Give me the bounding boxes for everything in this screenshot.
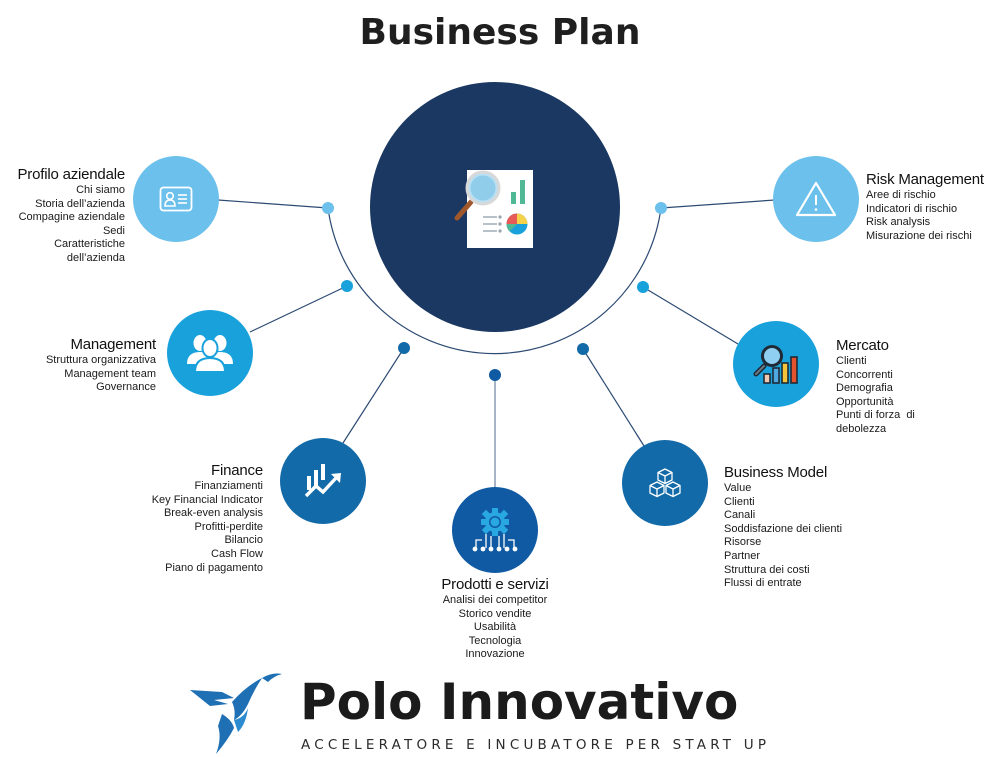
connector-arc xyxy=(327,207,662,355)
section-heading: Finance xyxy=(211,462,263,479)
list-item: Flussi di entrate xyxy=(724,577,802,590)
brand-name: Polo Innovativo xyxy=(300,673,739,731)
connector-business-model xyxy=(582,348,645,447)
section-heading: Profilo aziendale xyxy=(17,166,125,183)
dot-risk xyxy=(655,202,667,214)
section-finance: Finance Finanziamenti Key Financial Indi… xyxy=(152,462,263,575)
dot-finance xyxy=(398,342,410,354)
list-item: Compagine aziendale xyxy=(18,211,125,224)
section-mercato: Mercato Clienti Concorrenti Demografia O… xyxy=(836,337,915,437)
list-item: Struttura organizzativa xyxy=(45,354,156,366)
report-magnifier-icon xyxy=(454,170,533,248)
list-item: Opportunità xyxy=(836,395,894,408)
list-item: Key Financial Indicator xyxy=(151,493,263,506)
section-risk-management: Risk Management Aree di rischio Indicato… xyxy=(866,171,984,243)
connector-management xyxy=(249,285,348,333)
hummingbird-icon xyxy=(190,673,282,754)
list-item: Caratteristiche xyxy=(54,238,125,251)
list-item: Aree di rischio xyxy=(866,189,936,201)
list-item: Profitti-perdite xyxy=(194,520,263,533)
cubes-icon xyxy=(649,468,681,498)
list-item: Soddisfazione dei clienti xyxy=(724,522,843,535)
id-card-icon xyxy=(159,186,193,212)
dot-management xyxy=(341,280,353,292)
list-item: Partner xyxy=(724,549,761,562)
list-item: Risk analysis xyxy=(866,216,931,229)
list-item: Misurazione dei rischi xyxy=(866,229,972,242)
list-item: Bilancio xyxy=(224,534,263,547)
list-item: debolezza xyxy=(836,422,887,435)
list-item: Clienti xyxy=(836,355,867,367)
connector-mercato xyxy=(642,286,739,345)
node-finance xyxy=(280,438,366,524)
market-analysis-icon xyxy=(753,345,798,384)
list-item: Storico vendite xyxy=(458,607,532,620)
list-item: Management team xyxy=(64,367,156,380)
section-heading: Mercato xyxy=(836,337,889,354)
section-heading: Business Model xyxy=(724,464,828,481)
list-item: Risorse xyxy=(724,536,762,549)
list-item: Chi siamo xyxy=(76,184,125,196)
list-item: Innovazione xyxy=(465,648,525,661)
list-item: Struttura dei costi xyxy=(724,563,810,576)
center-node xyxy=(370,82,620,332)
list-item: Piano di pagamento xyxy=(165,561,263,574)
list-item: dell’azienda xyxy=(66,251,125,264)
node-management xyxy=(167,310,253,396)
section-prodotti-servizi: Prodotti e servizi Analisi dei competito… xyxy=(395,576,595,662)
connector-risk xyxy=(660,199,776,209)
section-heading: Prodotti e servizi xyxy=(441,576,549,593)
list-item: Sedi xyxy=(102,224,125,237)
section-management: Management Struttura organizzativa Manag… xyxy=(46,336,156,395)
list-item: Cash Flow xyxy=(211,547,263,560)
warning-icon xyxy=(795,181,837,217)
section-heading: Management xyxy=(70,336,156,353)
dot-prodotti xyxy=(489,369,501,381)
list-item: Value xyxy=(724,482,752,494)
growth-chart-icon xyxy=(304,464,341,498)
list-item: Indicatori di rischio xyxy=(866,202,958,215)
list-item: Punti di forza di xyxy=(836,409,915,422)
dot-profilo xyxy=(322,202,334,214)
node-prodotti-servizi xyxy=(452,487,538,573)
connector-finance xyxy=(342,347,405,444)
list-item: Concorrenti xyxy=(836,368,893,381)
users-icon xyxy=(187,335,233,373)
gear-circuit-icon xyxy=(472,508,518,552)
list-item: Finanziamenti xyxy=(194,480,263,492)
section-business-model: Business Model Value Clienti Canali Sodd… xyxy=(724,464,842,591)
page-title: Business Plan xyxy=(359,12,641,53)
brand-tagline: ACCELERATORE E INCUBATORE PER START UP xyxy=(301,737,771,753)
brand-logo: Polo Innovativo ACCELERATORE E INCUBATOR… xyxy=(188,668,788,757)
list-item: Clienti xyxy=(724,495,755,508)
list-item: Tecnologia xyxy=(468,634,522,647)
node-profilo-aziendale xyxy=(133,156,219,242)
list-item: Canali xyxy=(724,509,756,522)
list-item: Analisi dei competitor xyxy=(442,594,548,606)
list-item: Break-even analysis xyxy=(163,507,263,520)
list-item: Usabilità xyxy=(473,621,517,634)
connector-profilo xyxy=(217,199,329,209)
section-heading: Risk Management xyxy=(866,171,984,188)
section-profilo-aziendale: Profilo aziendale Chi siamo Storia dell’… xyxy=(17,166,125,266)
list-item: Storia dell’azienda xyxy=(35,197,125,210)
dot-business-model xyxy=(577,343,589,355)
node-business-model xyxy=(622,440,708,526)
list-item: Demografia xyxy=(836,382,893,395)
dot-mercato xyxy=(637,281,649,293)
list-item: Governance xyxy=(96,381,156,394)
node-risk-management xyxy=(773,156,859,242)
node-mercato xyxy=(733,321,819,407)
